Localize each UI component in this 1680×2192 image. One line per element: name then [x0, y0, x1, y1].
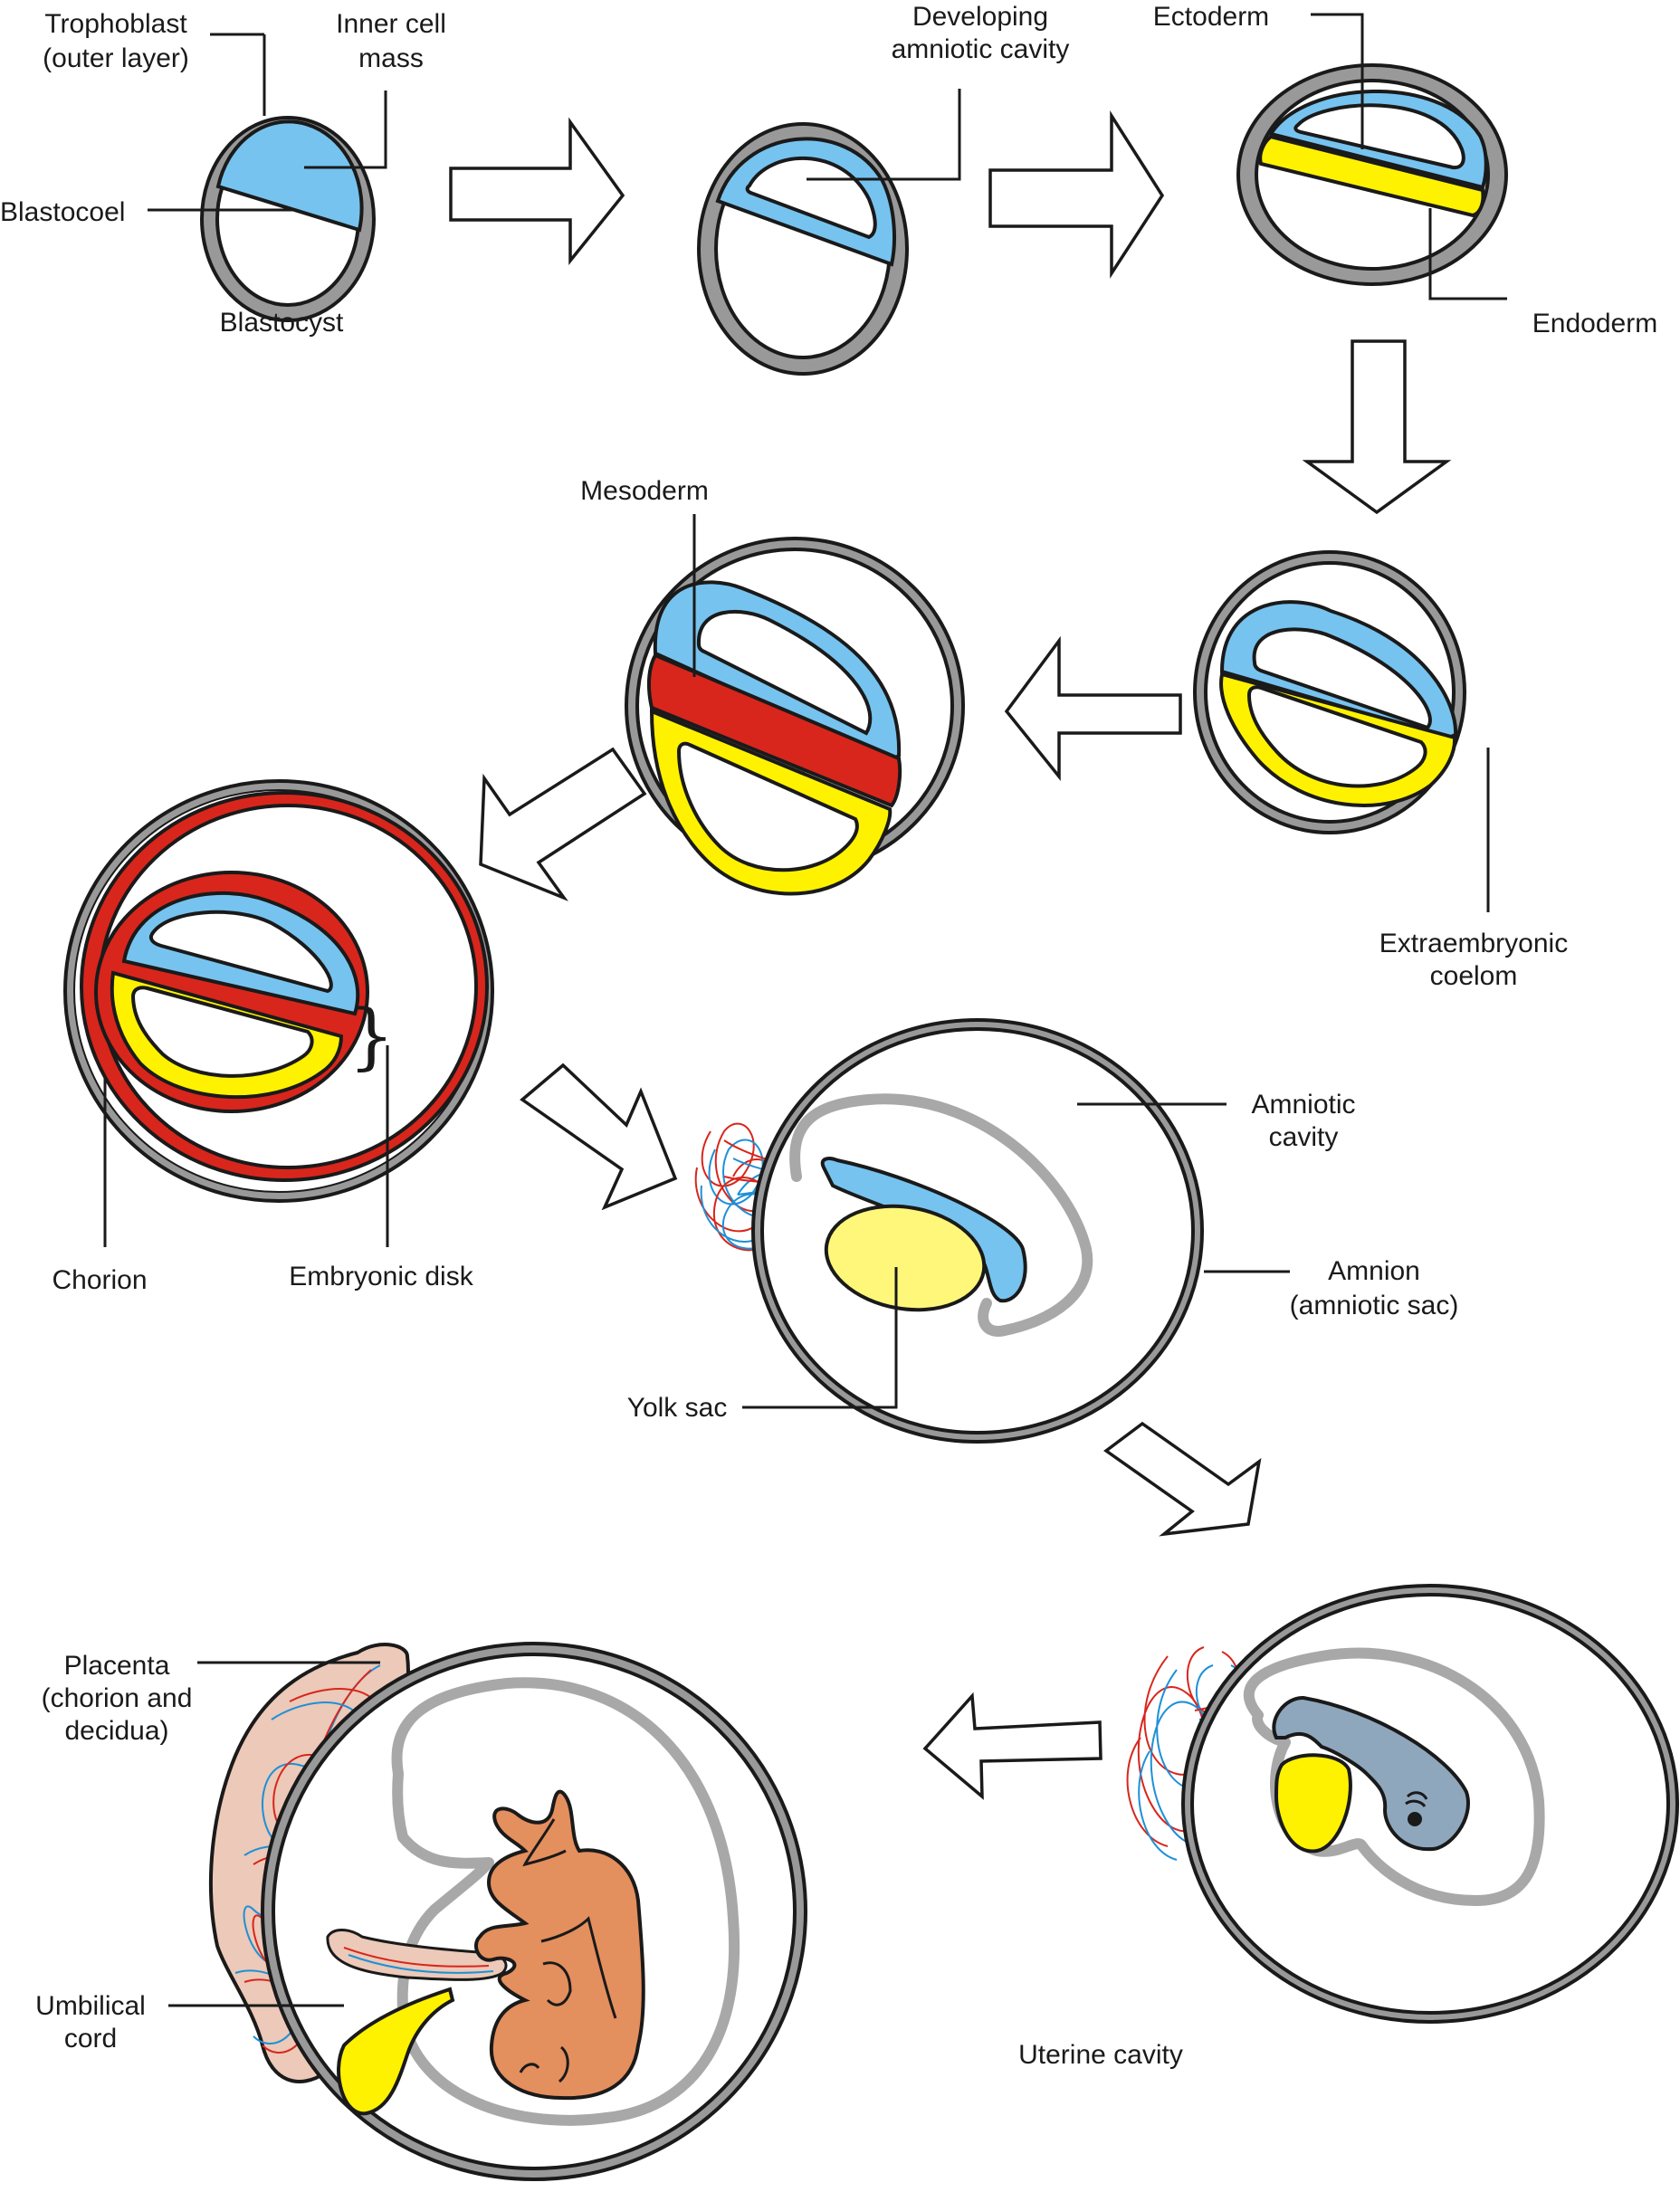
label-developing: Developing: [912, 2, 1048, 32]
label-embryonic-disk: Embryonic disk: [289, 1262, 473, 1291]
fetus: [474, 1789, 645, 2101]
stage-chorion: } Chorion Embryonic disk: [52, 779, 494, 1295]
label-umbilical: Umbilical: [35, 1991, 146, 2021]
stage-early-embryo: Uterine cavity: [1018, 1584, 1679, 2070]
label-placenta-3: decidua): [64, 1716, 168, 1746]
embryo-ear: [1405, 1791, 1428, 1807]
arrow-right-2: [988, 110, 1165, 279]
endoderm-leader: [1428, 208, 1507, 300]
amnion-membrane: [789, 1093, 1093, 1337]
label-endoderm: Endoderm: [1532, 309, 1657, 338]
label-mesoderm: Mesoderm: [580, 476, 709, 506]
label-extraembryonic: Extraembryonic: [1379, 929, 1568, 958]
yolk-sac: [337, 1987, 455, 2116]
label-amniotic: Amniotic: [1251, 1090, 1355, 1120]
label-amniotic-cavity: amniotic cavity: [892, 34, 1070, 64]
label-inner-cell-mass: Inner cell: [336, 9, 446, 39]
amnion-membrane: [391, 1677, 740, 2126]
label-coelom: coelom: [1430, 961, 1518, 991]
label-blastocoel: Blastocoel: [0, 197, 125, 227]
endoderm: [1258, 134, 1485, 218]
yolk-sac-leader: [742, 1267, 898, 1409]
arrow-down-right-2: [1103, 1421, 1262, 1537]
mesoderm: [646, 653, 902, 808]
label-amniotic-sac: (amniotic sac): [1290, 1291, 1459, 1320]
arrow-right-1: [449, 117, 625, 265]
early-embryo: [1272, 1695, 1470, 1852]
label-trophoblast-2: (outer layer): [43, 43, 189, 73]
icm-leader: [304, 91, 387, 169]
label-ectoderm: Ectoderm: [1153, 2, 1269, 32]
arrow-left-2: [922, 1692, 1102, 1800]
arrow-left-1: [1004, 635, 1182, 781]
label-trophoblast: Trophoblast: [44, 9, 187, 39]
caption-uterine-cavity: Uterine cavity: [1018, 2040, 1183, 2070]
label-amnion: Amnion: [1328, 1256, 1420, 1286]
stage-blastocyst: Trophoblast (outer layer) Inner cell mas…: [0, 9, 446, 338]
arrow-down-left: [479, 747, 647, 901]
label-cord: cord: [64, 2024, 117, 2054]
stage-mesoderm: Mesoderm: [580, 476, 965, 896]
label-placenta: Placenta: [64, 1651, 170, 1681]
amniotic-cavity-leader: [807, 89, 961, 181]
ectoderm-leader: [1311, 13, 1364, 149]
stage-developing-amniotic-cavity: Developing amniotic cavity: [697, 2, 1070, 376]
stage-amnion: Amniotic cavity Amnion (amniotic sac) Yo…: [627, 1018, 1459, 1444]
yolk-sac: [1274, 1753, 1352, 1854]
inner-cell-mass: [215, 119, 364, 233]
label-amniotic-cavity-2: cavity: [1269, 1122, 1339, 1152]
label-placenta-2: (chorion and: [42, 1683, 193, 1713]
arrow-down-1: [1302, 339, 1452, 515]
caption-blastocyst: Blastocyst: [220, 308, 344, 338]
label-chorion: Chorion: [52, 1265, 147, 1295]
stage-fetus: Placenta (chorion and decidua) Umbilical…: [35, 1642, 807, 2181]
label-inner-cell-mass-2: mass: [358, 43, 424, 73]
label-yolk-sac: Yolk sac: [627, 1393, 728, 1423]
arrow-down-right-1: [520, 1063, 678, 1211]
stage-germ-layers: Ectoderm Endoderm: [1153, 2, 1657, 338]
embryo-eye: [1408, 1812, 1422, 1826]
stage-extraembryonic-coelom: Extraembryonic coelom: [1193, 550, 1568, 991]
